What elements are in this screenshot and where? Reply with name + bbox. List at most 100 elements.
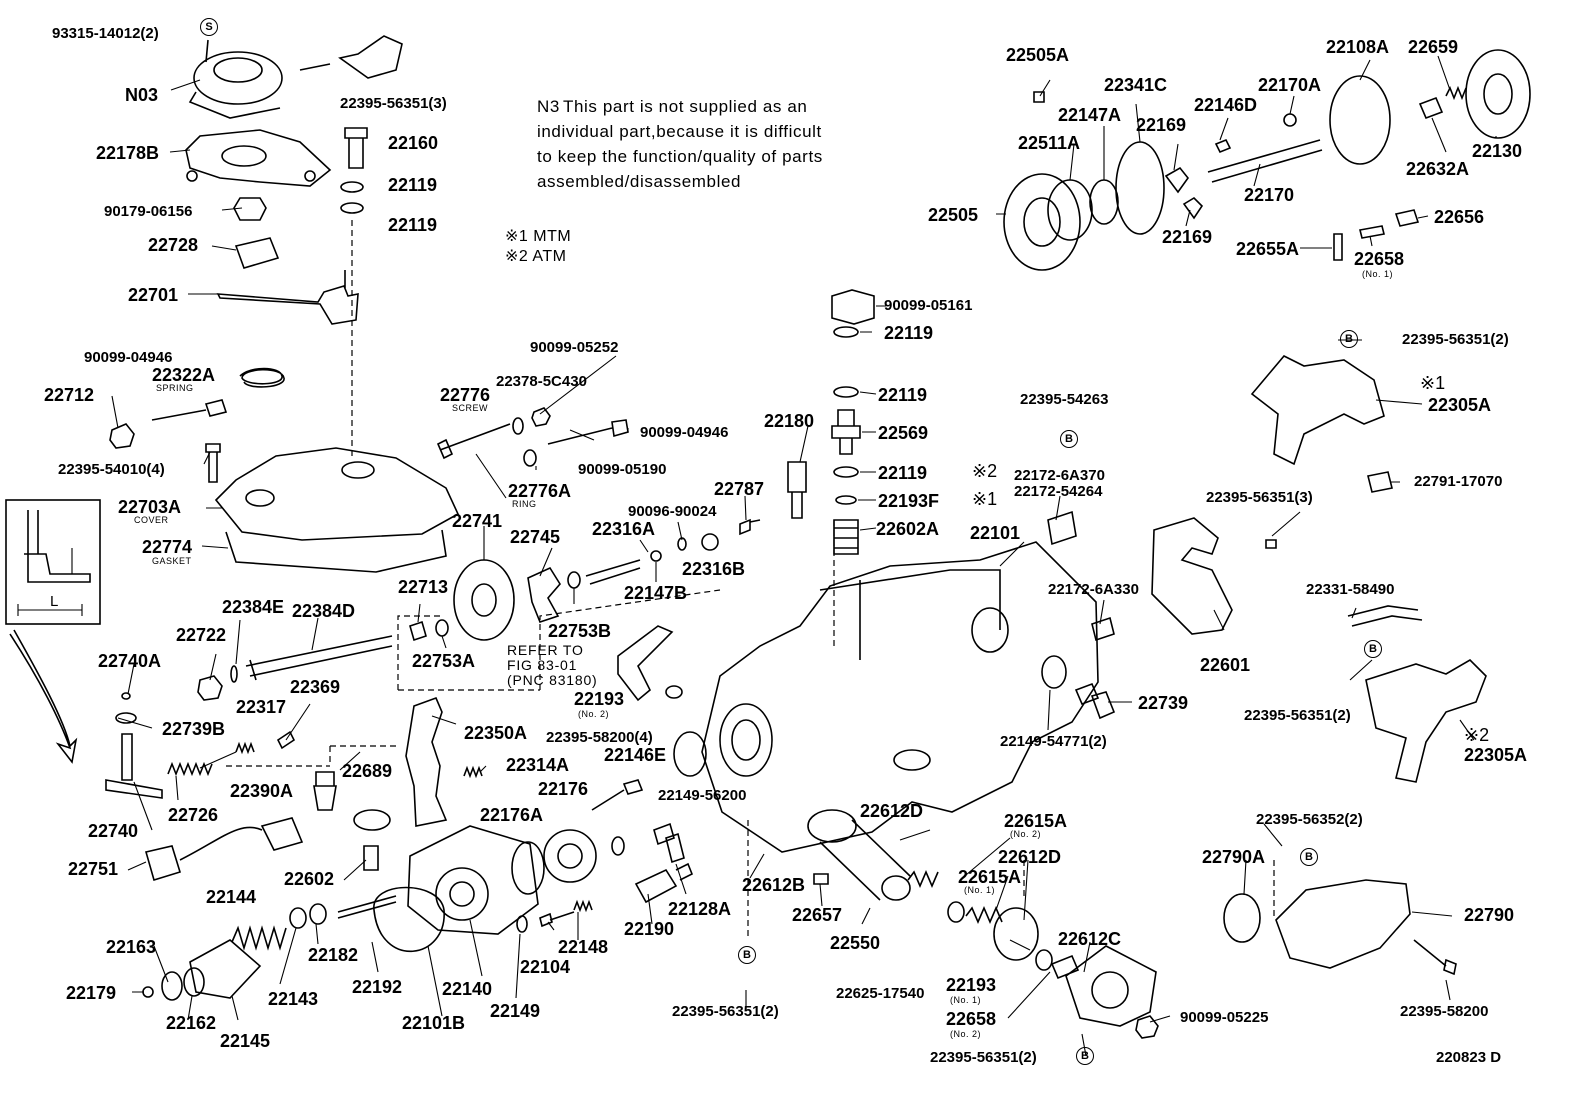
label-22149-54771: 22149-54771(2) [1000,733,1107,750]
refer-line-3: (PNC 83180) [507,672,598,688]
label-22745: 22745 [510,527,561,547]
bolt-22395-58200-drawing [591,779,644,811]
label-22316a: 22316A [592,519,656,539]
refer-line-2: FIG 83-01 [507,657,578,673]
label-22176a: 22176A [480,805,544,825]
symbol-s: S [200,18,218,36]
spring-22659 [1445,85,1467,101]
label-22101b: 22101B [402,1013,466,1033]
refer-note: REFER TO FIG 83-01 (PNC 83180) [507,643,598,688]
label-22659: 22659 [1408,37,1459,57]
key-22146d [1214,138,1232,154]
label-22657: 22657 [792,905,843,925]
pin-22147b [650,550,662,562]
label-22378: 22378-5C430 [496,373,587,390]
symbol-b-4: B [1340,330,1358,348]
label-22384e: 22384E [222,597,285,617]
label-22172-6a370: 22172-6A370 [1014,467,1105,484]
label-22163: 22163 [106,937,157,957]
sublabel-22193-no2: (No. 2) [578,709,610,719]
fitting-22193-drawing [617,625,674,702]
label-90099-04946a: 90099-04946 [84,349,173,366]
label-22104: 22104 [520,957,571,977]
arrow-drawing [9,629,78,764]
label-22741: 22741 [452,511,503,531]
label-22119-e: 22119 [878,463,928,483]
label-22146e: 22146E [604,745,667,765]
washer-22119-b [340,202,364,214]
label-22108a: 22108A [1326,37,1390,57]
label-22739b: 22739B [162,719,226,739]
symbol-b-3: B [1060,430,1078,448]
pin-22791 [1367,471,1393,493]
label-22753a: 22753A [412,651,476,671]
note-line-1: This part is not supplied as an [563,97,808,116]
clip-22656 [1394,209,1420,227]
label-22146d: 22146D [1194,95,1258,115]
shaft-22384d-drawing [245,635,393,681]
bolt-22160-drawing [344,127,368,169]
pin-22369-drawing [276,730,296,750]
note-code: N3 [537,97,560,116]
label-90099-04946b: 90099-04946 [640,424,729,441]
pump-body-22101-drawing [701,541,1099,853]
label-22314a: 22314A [506,755,570,775]
cap-22130 [1465,49,1531,139]
bolt-22395-58200 [1413,939,1457,976]
bracket-22172-6a370 [1047,510,1077,546]
label-22753b: 22753B [548,621,612,641]
label-22505: 22505 [928,205,979,225]
plate-22172-6a330 [1091,616,1115,642]
label-22172-6a330: 22172-6A330 [1048,581,1139,598]
spring-22144-drawing [231,925,287,951]
label-22395-58200: 22395-58200 [1400,1003,1489,1020]
symbol-b-2: B [1076,1047,1094,1065]
pin-22658no1 [1359,225,1385,239]
key-mtm: ※1 MTM [505,228,572,245]
label-22119-a: 22119 [388,175,438,195]
label-22722: 22722 [176,625,227,645]
label-22689: 22689 [342,761,393,781]
symbol-b-1: B [738,946,756,964]
sublabel-gasket: GASKET [152,556,192,566]
washer-22753b [567,571,581,589]
washer-22119-e [833,466,859,478]
label-22395-56351-2b: 22395-56351(2) [672,1003,779,1020]
label-90099-05225: 90099-05225 [1180,1009,1269,1026]
pin-22170a [1283,113,1297,127]
label-22305a-b: 22305A [1464,745,1528,765]
nut-90099-05252-drawing [531,407,551,427]
label-22395-54010: 22395-54010(4) [58,461,165,478]
screw-90099-04946b-drawing [547,419,629,445]
guide-line-c [397,589,721,691]
label-22350a: 22350A [464,723,528,743]
spring-22317-drawing [235,741,255,755]
washer-90099-05190-drawing [523,449,537,467]
label-22172-54264: 22172-54264 [1014,483,1103,500]
oring-22612d-b [993,907,1039,961]
guide-line-e [747,820,1025,940]
label-n03: N03 [125,85,159,105]
note-line-2: individual part,because it is difficult [537,122,822,141]
note-line-3: to keep the function/quality of parts [537,147,823,166]
spring-22615a-no1 [965,905,1003,925]
label-22130: 22130 [1472,141,1523,161]
bracket-22601-drawing [1151,517,1233,635]
label-22193f: 22193F [878,491,940,511]
label-22384d: 22384D [292,601,356,621]
label-22602a: 22602A [876,519,940,539]
label-22615a-no2: 22615A [1004,811,1068,831]
governor-cover-drawing [214,447,460,573]
screw-22787 [739,518,761,536]
label-22190: 22190 [624,919,675,939]
label-90099-05190: 90099-05190 [578,461,667,478]
washer-22739b-drawing [115,712,137,724]
label-22316b: 22316B [682,559,746,579]
washer-22182 [309,903,327,925]
bolt-22505a [1033,91,1045,103]
lever-22701-drawing [216,270,359,325]
key-22169-a [1164,166,1190,194]
label-22625: 22625-17540 [836,985,925,1002]
fitting-22569 [831,409,861,455]
